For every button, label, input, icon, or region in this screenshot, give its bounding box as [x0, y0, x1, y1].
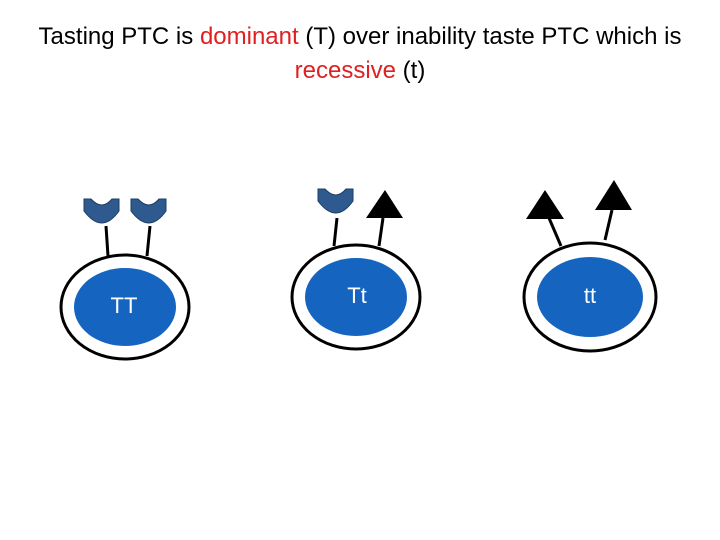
receptor-stalk — [332, 217, 339, 247]
diagram-title: Tasting PTC is dominant (T) over inabili… — [0, 20, 720, 88]
receptor-stalk — [547, 217, 563, 247]
cell-nucleus — [537, 257, 643, 337]
receptor-cup-icon — [83, 198, 120, 224]
cell-Tt: Tt — [290, 188, 422, 351]
receptor-stalk — [145, 225, 152, 257]
receptor-cup-icon — [317, 188, 354, 214]
title-part2: (T) over inability taste PTC which is — [298, 23, 682, 50]
receptor-triangle-icon — [595, 180, 632, 210]
cell-TT: TT — [59, 198, 191, 361]
receptor-stalk — [603, 209, 614, 241]
genotype-label: Tt — [347, 283, 367, 308]
genotype-label: TT — [111, 293, 138, 318]
title-part3: (t) — [396, 57, 426, 84]
cell-nucleus — [305, 258, 407, 336]
receptor-stalk — [377, 217, 385, 247]
receptor-stalk — [104, 225, 110, 257]
receptor-triangle-icon — [366, 190, 403, 218]
cell-tt: tt — [522, 180, 658, 353]
title-part1: Tasting PTC is — [38, 23, 200, 50]
dominant-word: dominant — [199, 23, 299, 50]
genotype-label: tt — [584, 283, 596, 308]
cell-nucleus — [74, 268, 176, 346]
recessive-word: recessive — [294, 57, 397, 84]
receptor-cup-icon — [130, 198, 167, 224]
receptor-triangle-icon — [526, 190, 564, 219]
